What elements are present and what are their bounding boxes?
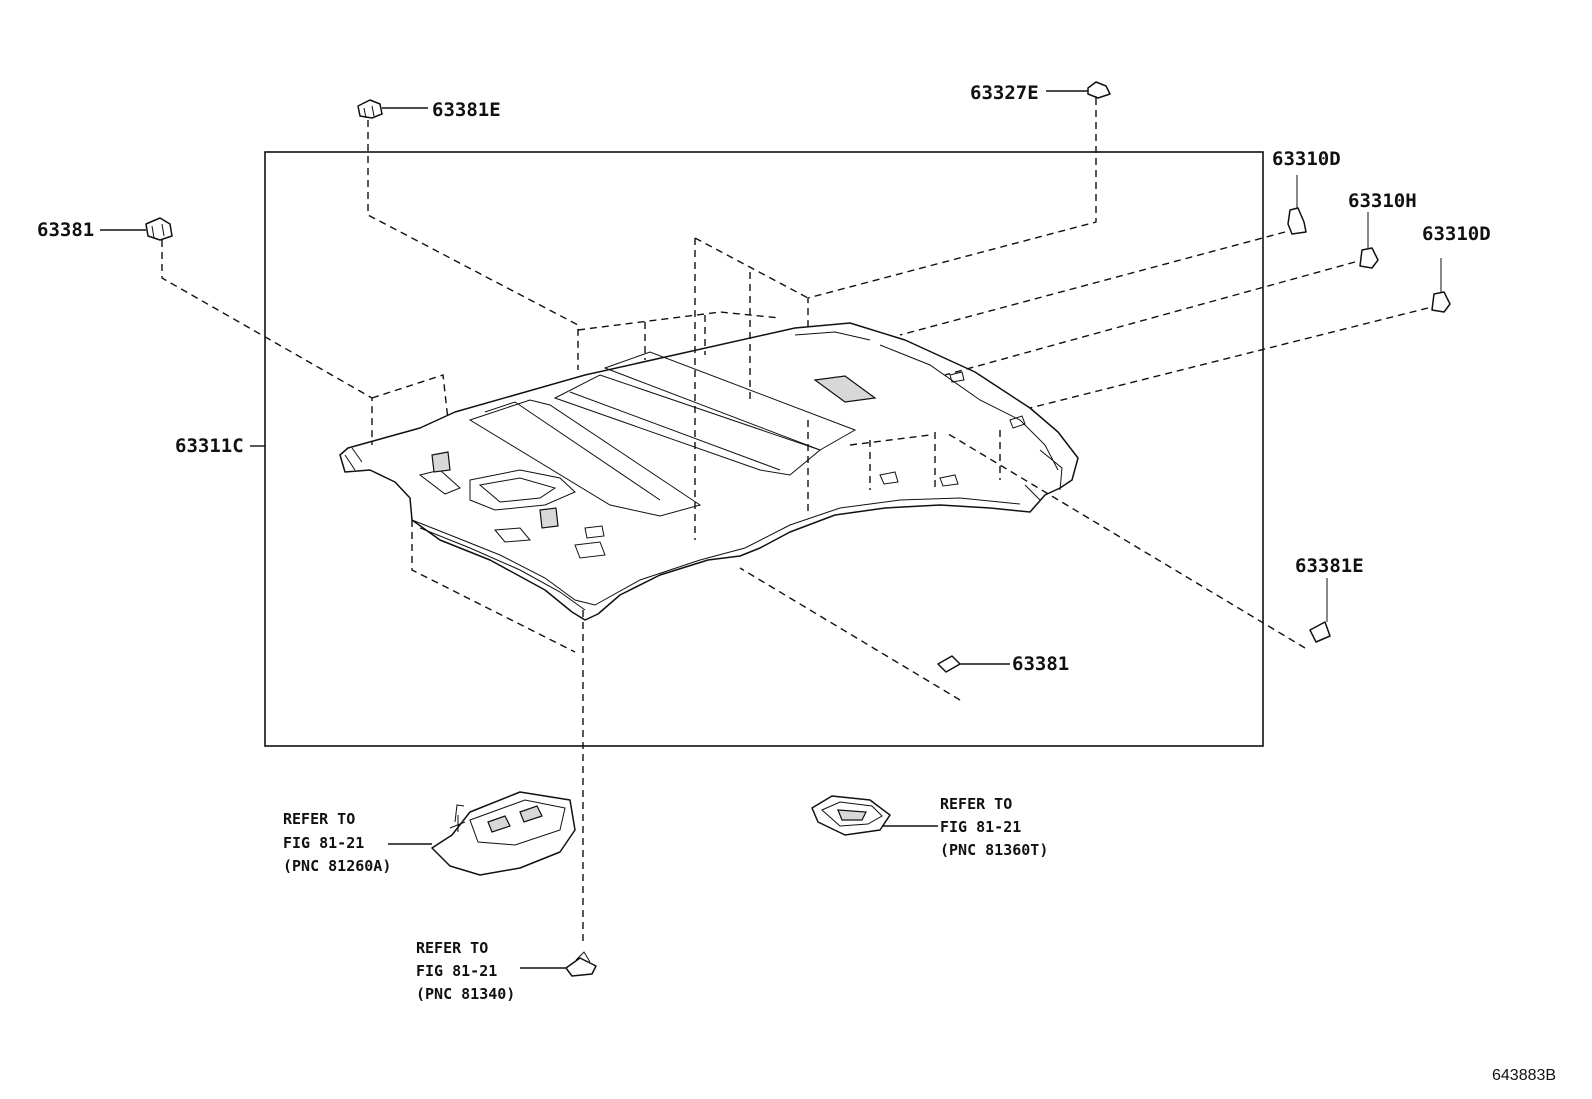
label-63310d-first: 63310D bbox=[1272, 148, 1341, 170]
ref-81340-line3: (PNC 81340) bbox=[416, 985, 515, 1003]
ref-81360t-line3: (PNC 81360T) bbox=[940, 841, 1048, 859]
dome-light-81360t-icon bbox=[811, 795, 891, 836]
vanity-lamp-81340-icon bbox=[565, 951, 597, 977]
label-63381e-top: 63381E bbox=[432, 99, 501, 121]
label-63327e: 63327E bbox=[970, 82, 1039, 104]
assembly-frame bbox=[264, 151, 1264, 747]
clip-63310h-icon bbox=[1359, 212, 1379, 269]
ref-81260a-line3: (PNC 81260A) bbox=[283, 857, 391, 875]
label-63310d-second: 63310D bbox=[1422, 223, 1491, 245]
clip-63381-left-icon bbox=[145, 217, 173, 241]
ref-81360t-line1: REFER TO bbox=[940, 795, 1012, 813]
dashed-leaders bbox=[161, 98, 1429, 945]
ref-81360t-line2: FIG 81-21 bbox=[940, 818, 1021, 836]
label-63381-bottom: 63381 bbox=[1012, 653, 1069, 675]
ref-81340-line1: REFER TO bbox=[416, 939, 488, 957]
figure-number: 643883B bbox=[1492, 1067, 1556, 1084]
label-63311c: 63311C bbox=[175, 435, 244, 457]
ref-note-81340: REFER TO FIG 81-21 (PNC 81340) bbox=[416, 939, 515, 1003]
ref-81340-line2: FIG 81-21 bbox=[416, 962, 497, 980]
ref-81260a-line2: FIG 81-21 bbox=[283, 834, 364, 852]
label-63381e-right: 63381E bbox=[1295, 555, 1364, 577]
label-63310h: 63310H bbox=[1348, 190, 1417, 212]
ref-81260a-line1: REFER TO bbox=[283, 810, 355, 828]
clip-63310d-second-icon bbox=[1431, 258, 1451, 313]
clip-63381e-top-icon bbox=[357, 99, 383, 119]
clip-63381e-right-icon bbox=[1309, 578, 1331, 643]
ref-note-81360t: REFER TO FIG 81-21 (PNC 81360T) bbox=[940, 795, 1048, 859]
overhead-console-81260a-icon bbox=[431, 791, 576, 876]
ref-note-81260a: REFER TO FIG 81-21 (PNC 81260A) bbox=[283, 810, 391, 875]
headliner-roof-lining bbox=[339, 322, 1079, 621]
label-63381-left: 63381 bbox=[37, 219, 94, 241]
clip-63381-bottom-icon bbox=[937, 655, 961, 673]
clip-63310d-first-icon bbox=[1287, 175, 1307, 235]
clip-63327e-icon bbox=[1087, 81, 1111, 102]
